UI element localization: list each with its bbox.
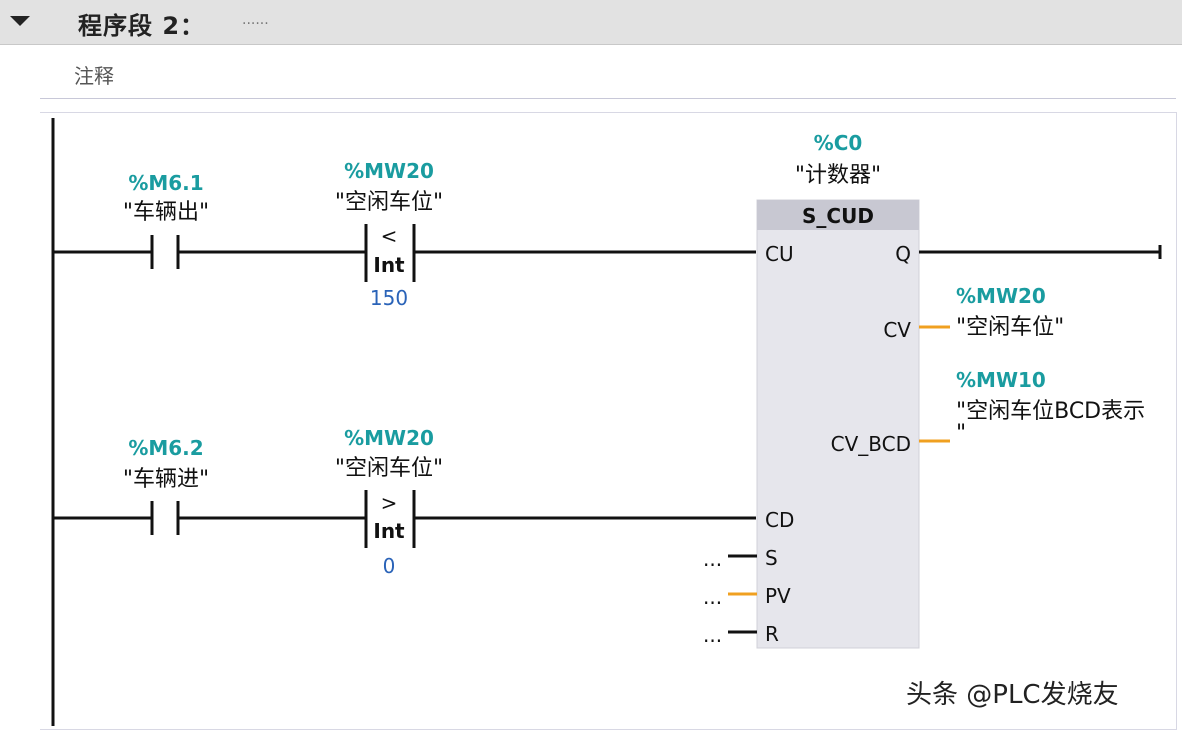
rung1-contact-address[interactable]: %M6.1 — [128, 171, 203, 195]
rung2-contact-no[interactable] — [150, 501, 180, 535]
rung1-compare-name[interactable]: "空闲车位" — [335, 190, 443, 215]
r-input-placeholder[interactable]: ... — [703, 623, 722, 647]
collapse-triangle-icon[interactable] — [10, 16, 30, 26]
rung2-compare-address[interactable]: %MW20 — [344, 426, 434, 450]
pin-q: Q — [895, 242, 911, 266]
counter-name[interactable]: "计数器" — [795, 163, 881, 188]
rung1-contact-no[interactable] — [150, 235, 180, 269]
cv-bcd-output-address[interactable]: %MW10 — [956, 368, 1046, 392]
s-input-placeholder[interactable]: ... — [703, 547, 722, 571]
rung2-compare-name[interactable]: "空闲车位" — [335, 456, 443, 481]
cv-bcd-output-name[interactable]: "空闲车位BCD表示 — [956, 399, 1145, 424]
counter-type: S_CUD — [802, 204, 874, 228]
pin-cd: CD — [765, 508, 794, 532]
cv-output-name[interactable]: "空闲车位" — [956, 315, 1064, 340]
pin-r: R — [765, 622, 779, 646]
rung1-compare-operator: < — [381, 224, 398, 248]
rung2-contact-name[interactable]: "车辆进" — [123, 467, 209, 492]
rung1-contact-name[interactable]: "车辆出" — [123, 200, 209, 225]
network-comment[interactable]: 注释 — [40, 56, 1176, 99]
pin-cv-bcd: CV_BCD — [831, 432, 911, 456]
pin-cv: CV — [883, 318, 911, 342]
ladder-canvas[interactable] — [40, 112, 1177, 730]
pin-s: S — [765, 546, 778, 570]
pin-cu: CU — [765, 242, 794, 266]
rung1-compare-address[interactable]: %MW20 — [344, 159, 434, 183]
counter-title-bar — [757, 200, 919, 230]
watermark: 头条 @PLC发烧友 — [906, 680, 1119, 710]
rung1-compare-type: Int — [373, 253, 405, 277]
cv-bcd-output-name-cont: " — [956, 421, 966, 446]
rung2-compare-value[interactable]: 0 — [383, 554, 396, 578]
pv-input-placeholder[interactable]: ... — [703, 585, 722, 609]
network-title: 程序段 2： — [78, 12, 206, 40]
rung1-compare-value[interactable]: 150 — [370, 286, 408, 310]
pin-pv: PV — [765, 584, 791, 608]
rung2-contact-address[interactable]: %M6.2 — [128, 436, 203, 460]
network-title-placeholder[interactable]: ...... — [242, 12, 269, 28]
rung2-compare-type: Int — [373, 519, 405, 543]
counter-block[interactable] — [756, 199, 920, 649]
network-header[interactable]: 程序段 2： ...... — [0, 0, 1182, 45]
network-comment-text[interactable]: 注释 — [74, 64, 114, 88]
counter-address[interactable]: %C0 — [814, 131, 863, 155]
rung2-compare-operator: > — [381, 491, 398, 515]
cv-output-address[interactable]: %MW20 — [956, 284, 1046, 308]
